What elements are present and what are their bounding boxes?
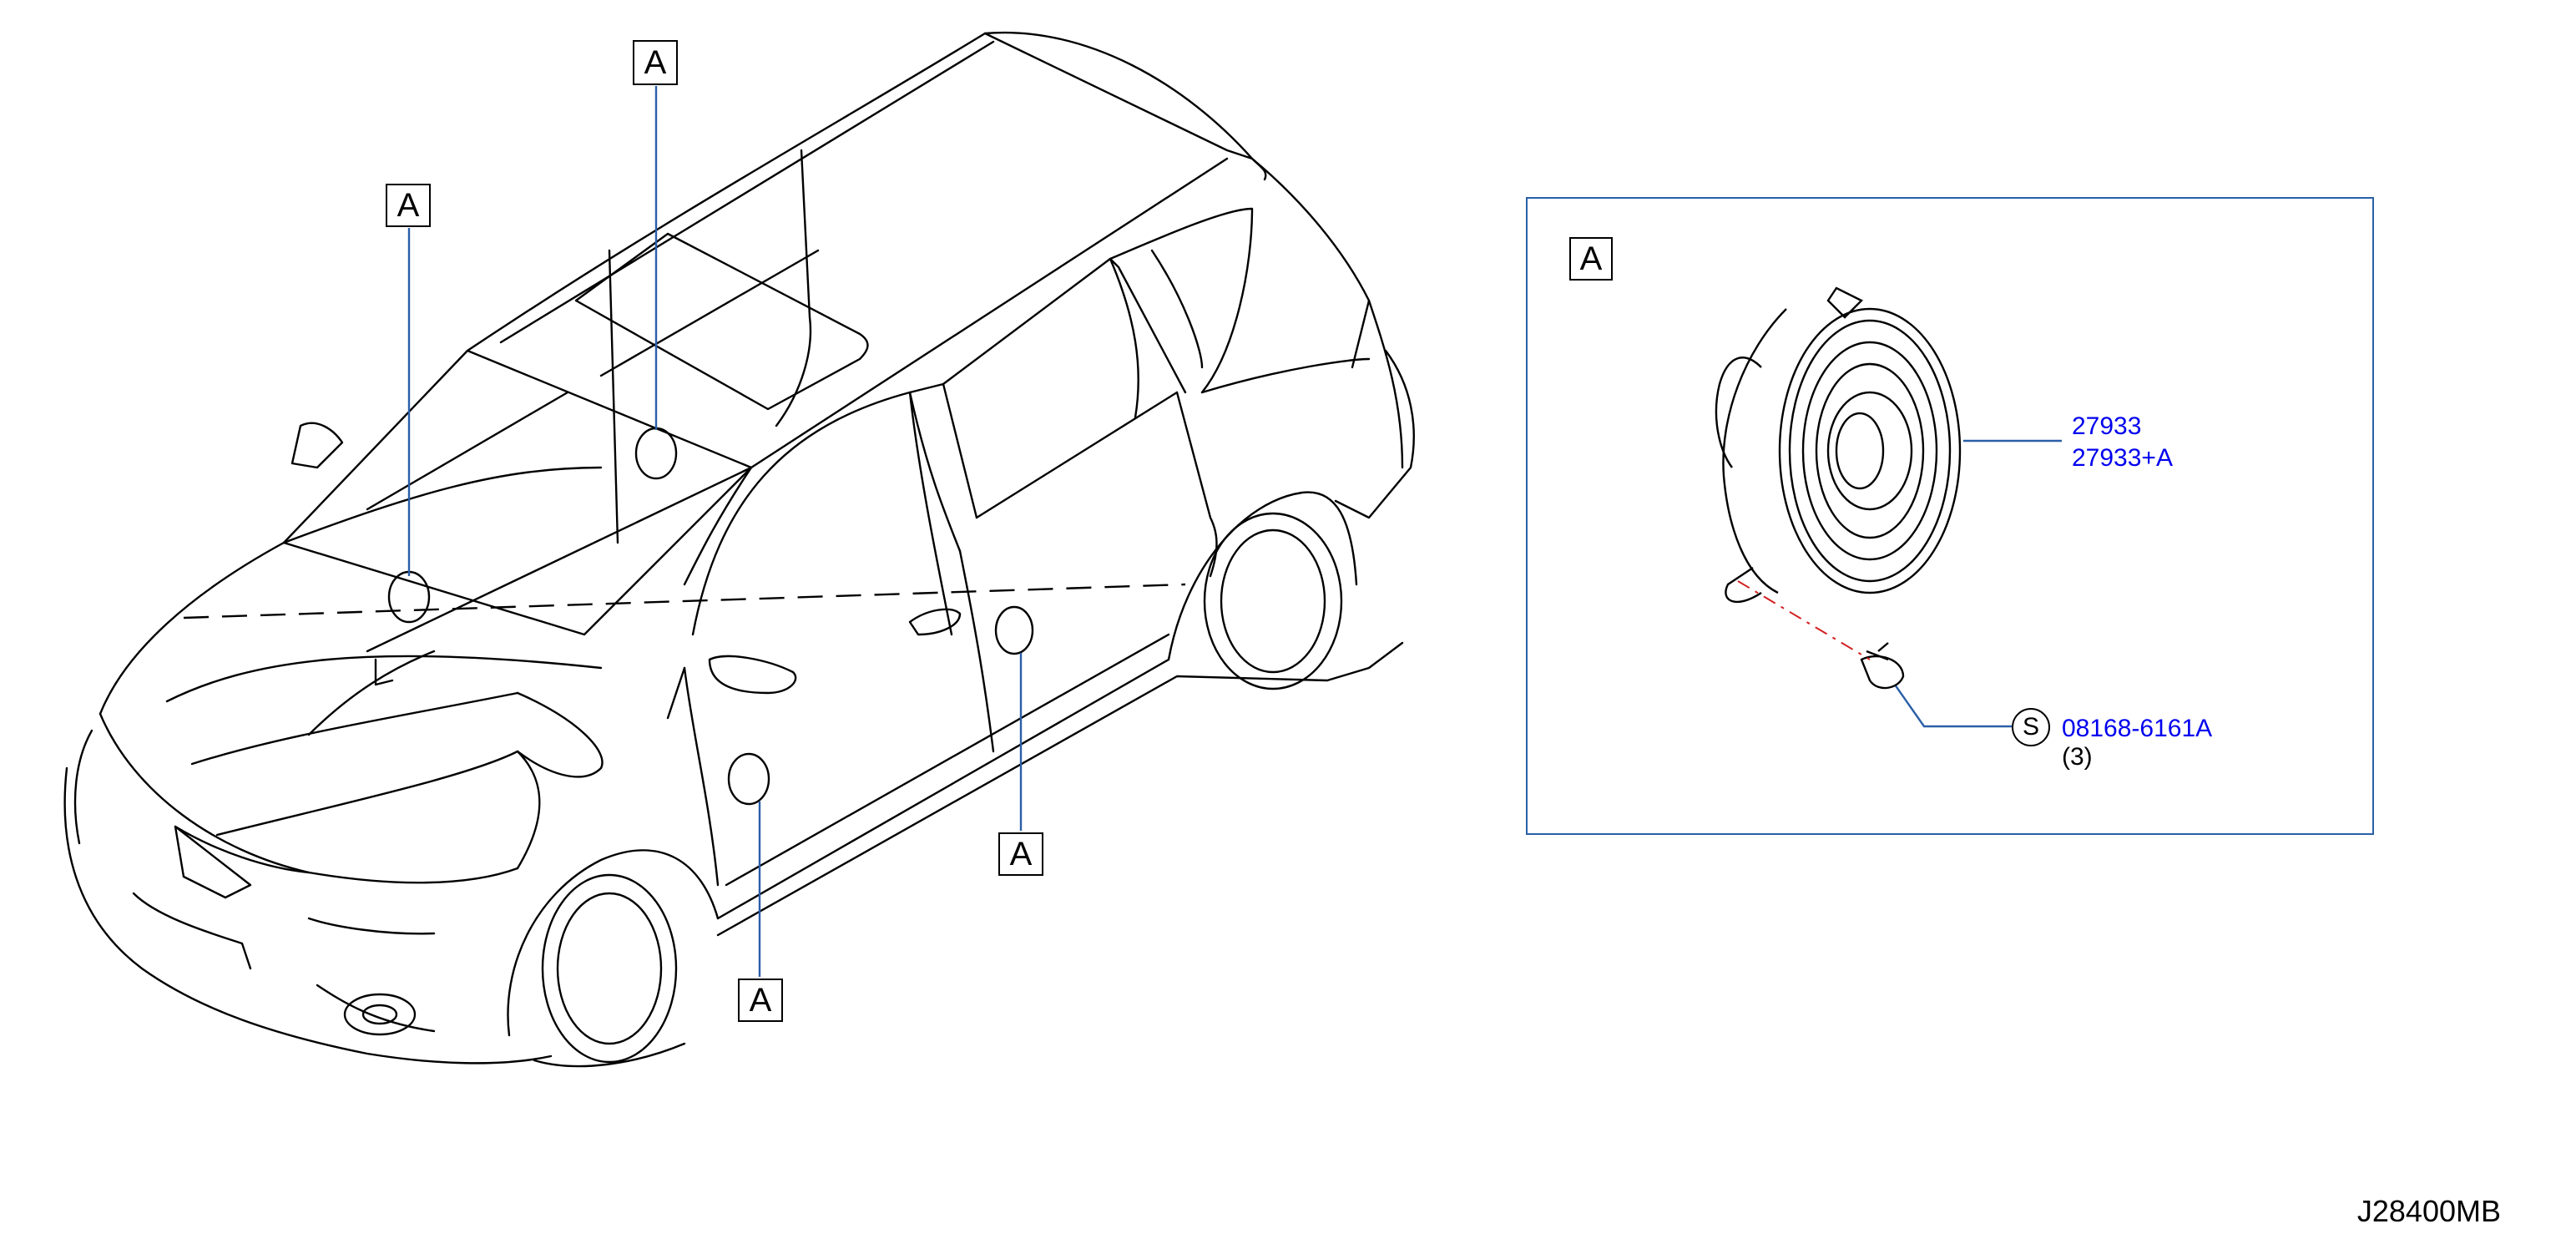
vehicle-outline [63, 31, 1415, 1068]
callout-rear-door-speaker: A [998, 832, 1043, 876]
detail-view-frame [1526, 197, 2374, 835]
leader-lines [407, 86, 2062, 977]
speaker-part-number: 27933 [2072, 412, 2142, 440]
callout-dash-speaker: A [633, 40, 678, 85]
callout-lower-door-speaker: A [738, 979, 783, 1022]
speaker-illustration [1715, 286, 1962, 690]
screw-quantity: (3) [2062, 743, 2093, 771]
install-axis [1737, 580, 1871, 660]
section-line [183, 583, 1186, 620]
screw-symbol: S [2012, 708, 2050, 746]
speaker-part-number-alt: 27933+A [2072, 444, 2173, 472]
callout-front-door-speaker: A [386, 184, 431, 227]
screw-part-number: 08168-6161A [2062, 715, 2213, 742]
drawing-code: J28400MB [2356, 1194, 2501, 1228]
detail-view-label: A [1569, 237, 1613, 281]
